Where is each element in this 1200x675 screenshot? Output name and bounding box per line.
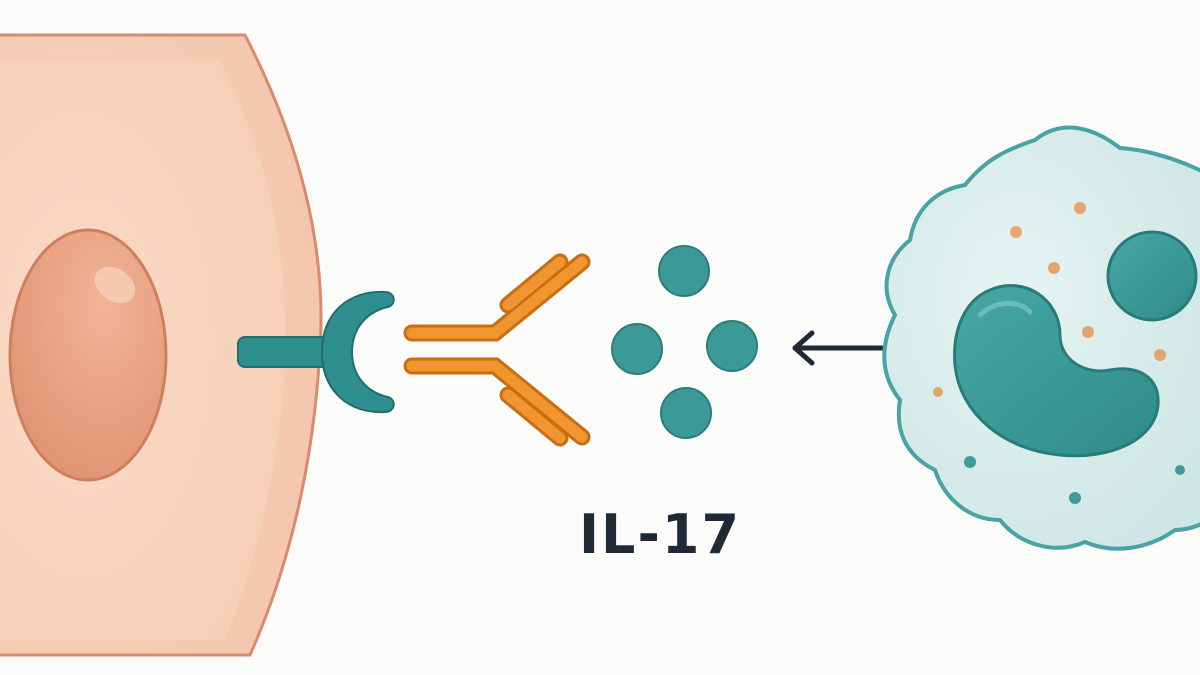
cytokine-molecule-bottom bbox=[660, 387, 712, 439]
granule-orange bbox=[1082, 326, 1094, 338]
immune-cell bbox=[882, 125, 1200, 551]
receptor-binding-site bbox=[320, 290, 395, 414]
granule-orange bbox=[1074, 202, 1086, 214]
granule-orange bbox=[1010, 226, 1022, 238]
release-arrow bbox=[792, 330, 885, 366]
granule-teal bbox=[1069, 492, 1081, 504]
antibody bbox=[403, 253, 591, 447]
cytokine-molecule-right bbox=[706, 320, 758, 372]
receptor-stem bbox=[237, 336, 331, 368]
granule-orange bbox=[1048, 262, 1060, 274]
granule-teal bbox=[964, 456, 976, 468]
granules bbox=[933, 202, 1185, 504]
antibody-heavy-chains bbox=[406, 256, 588, 443]
cytokine-cluster bbox=[611, 245, 758, 439]
cytokine-label: IL-17 bbox=[578, 503, 742, 566]
granule-teal bbox=[1175, 465, 1185, 475]
immune-cell-nucleus-round bbox=[1106, 230, 1198, 322]
target-cell-nucleus bbox=[8, 228, 168, 482]
granule-orange bbox=[933, 387, 943, 397]
immune-cell-nucleus-lobed bbox=[953, 284, 1160, 458]
target-cell bbox=[0, 33, 323, 657]
cytokine-molecule-left bbox=[611, 323, 663, 375]
nucleus-shine bbox=[977, 300, 1033, 318]
nucleus-highlight bbox=[94, 266, 136, 304]
receptor bbox=[237, 290, 395, 414]
cytokine-molecule-top bbox=[658, 245, 710, 297]
antibody-light-chains bbox=[502, 256, 566, 444]
granule-orange bbox=[1154, 349, 1166, 361]
